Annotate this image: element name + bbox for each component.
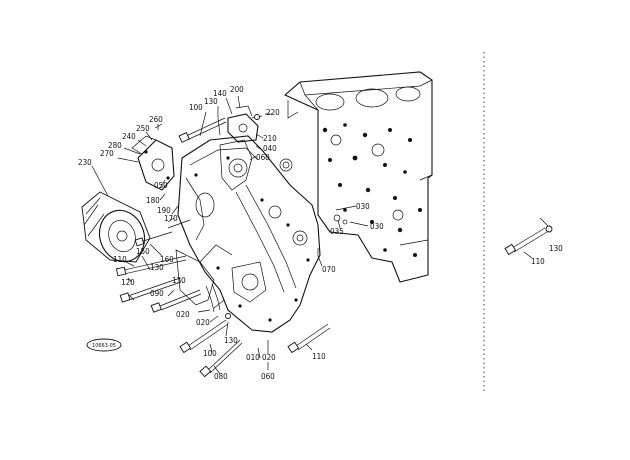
leader-lines xyxy=(91,95,369,375)
callout-270: 270 xyxy=(100,149,114,158)
callout-035: 035 xyxy=(330,227,344,236)
reference-stamp: 10663-05 xyxy=(86,338,122,352)
bolts xyxy=(115,114,331,378)
callout-220: 220 xyxy=(266,108,280,117)
callout-110-left: 110 xyxy=(113,255,127,264)
oil-filter xyxy=(81,191,151,263)
callout-060b: 060 xyxy=(261,372,275,381)
callout-130-mid: 130 xyxy=(150,263,164,272)
callout-100-lower: 100 xyxy=(203,349,217,358)
callout-030b: 030 xyxy=(370,222,384,231)
callout-110-right: 110 xyxy=(312,352,326,361)
callout-050: 050 xyxy=(154,181,168,190)
callout-100: 100 xyxy=(189,103,203,112)
callout-040: 040 xyxy=(263,144,277,153)
engine-block xyxy=(279,71,433,283)
callout-130-detail: 130 xyxy=(549,244,563,253)
callout-230: 230 xyxy=(78,158,92,167)
callout-250: 250 xyxy=(136,124,150,133)
callout-140: 140 xyxy=(213,89,227,98)
callout-160: 160 xyxy=(160,255,174,264)
callout-240: 240 xyxy=(122,132,136,141)
callout-110-detail: 110 xyxy=(531,257,545,266)
callout-150: 150 xyxy=(136,247,150,256)
callout-070: 070 xyxy=(322,265,336,274)
callout-200: 200 xyxy=(230,85,244,94)
gear-case xyxy=(175,135,321,333)
detail-bolt xyxy=(504,217,553,259)
callout-170: 170 xyxy=(164,214,178,223)
callout-labels: 100 130 140 200 220 210 040 060 260 250 … xyxy=(78,85,563,381)
callout-130-low: 130 xyxy=(172,276,186,285)
callout-020a: 020 xyxy=(176,310,190,319)
callout-210: 210 xyxy=(263,134,277,143)
callout-090: 090 xyxy=(150,289,164,298)
callout-280: 280 xyxy=(108,141,122,150)
callout-020b: 020 xyxy=(196,318,210,327)
callout-080: 080 xyxy=(214,372,228,381)
callout-010: 010 xyxy=(246,353,260,362)
callout-060: 060 xyxy=(256,153,270,162)
callout-030a: 030 xyxy=(356,202,370,211)
callout-260: 260 xyxy=(149,115,163,124)
callout-130: 130 xyxy=(204,97,218,106)
callout-180: 180 xyxy=(146,196,160,205)
stamp-text: 10663-05 xyxy=(92,343,116,349)
callout-120: 120 xyxy=(121,278,135,287)
filter-bracket xyxy=(131,135,175,191)
callout-020c: 020 xyxy=(262,353,276,362)
callout-190: 190 xyxy=(157,206,171,215)
callout-130-bottom: 130 xyxy=(224,336,238,345)
